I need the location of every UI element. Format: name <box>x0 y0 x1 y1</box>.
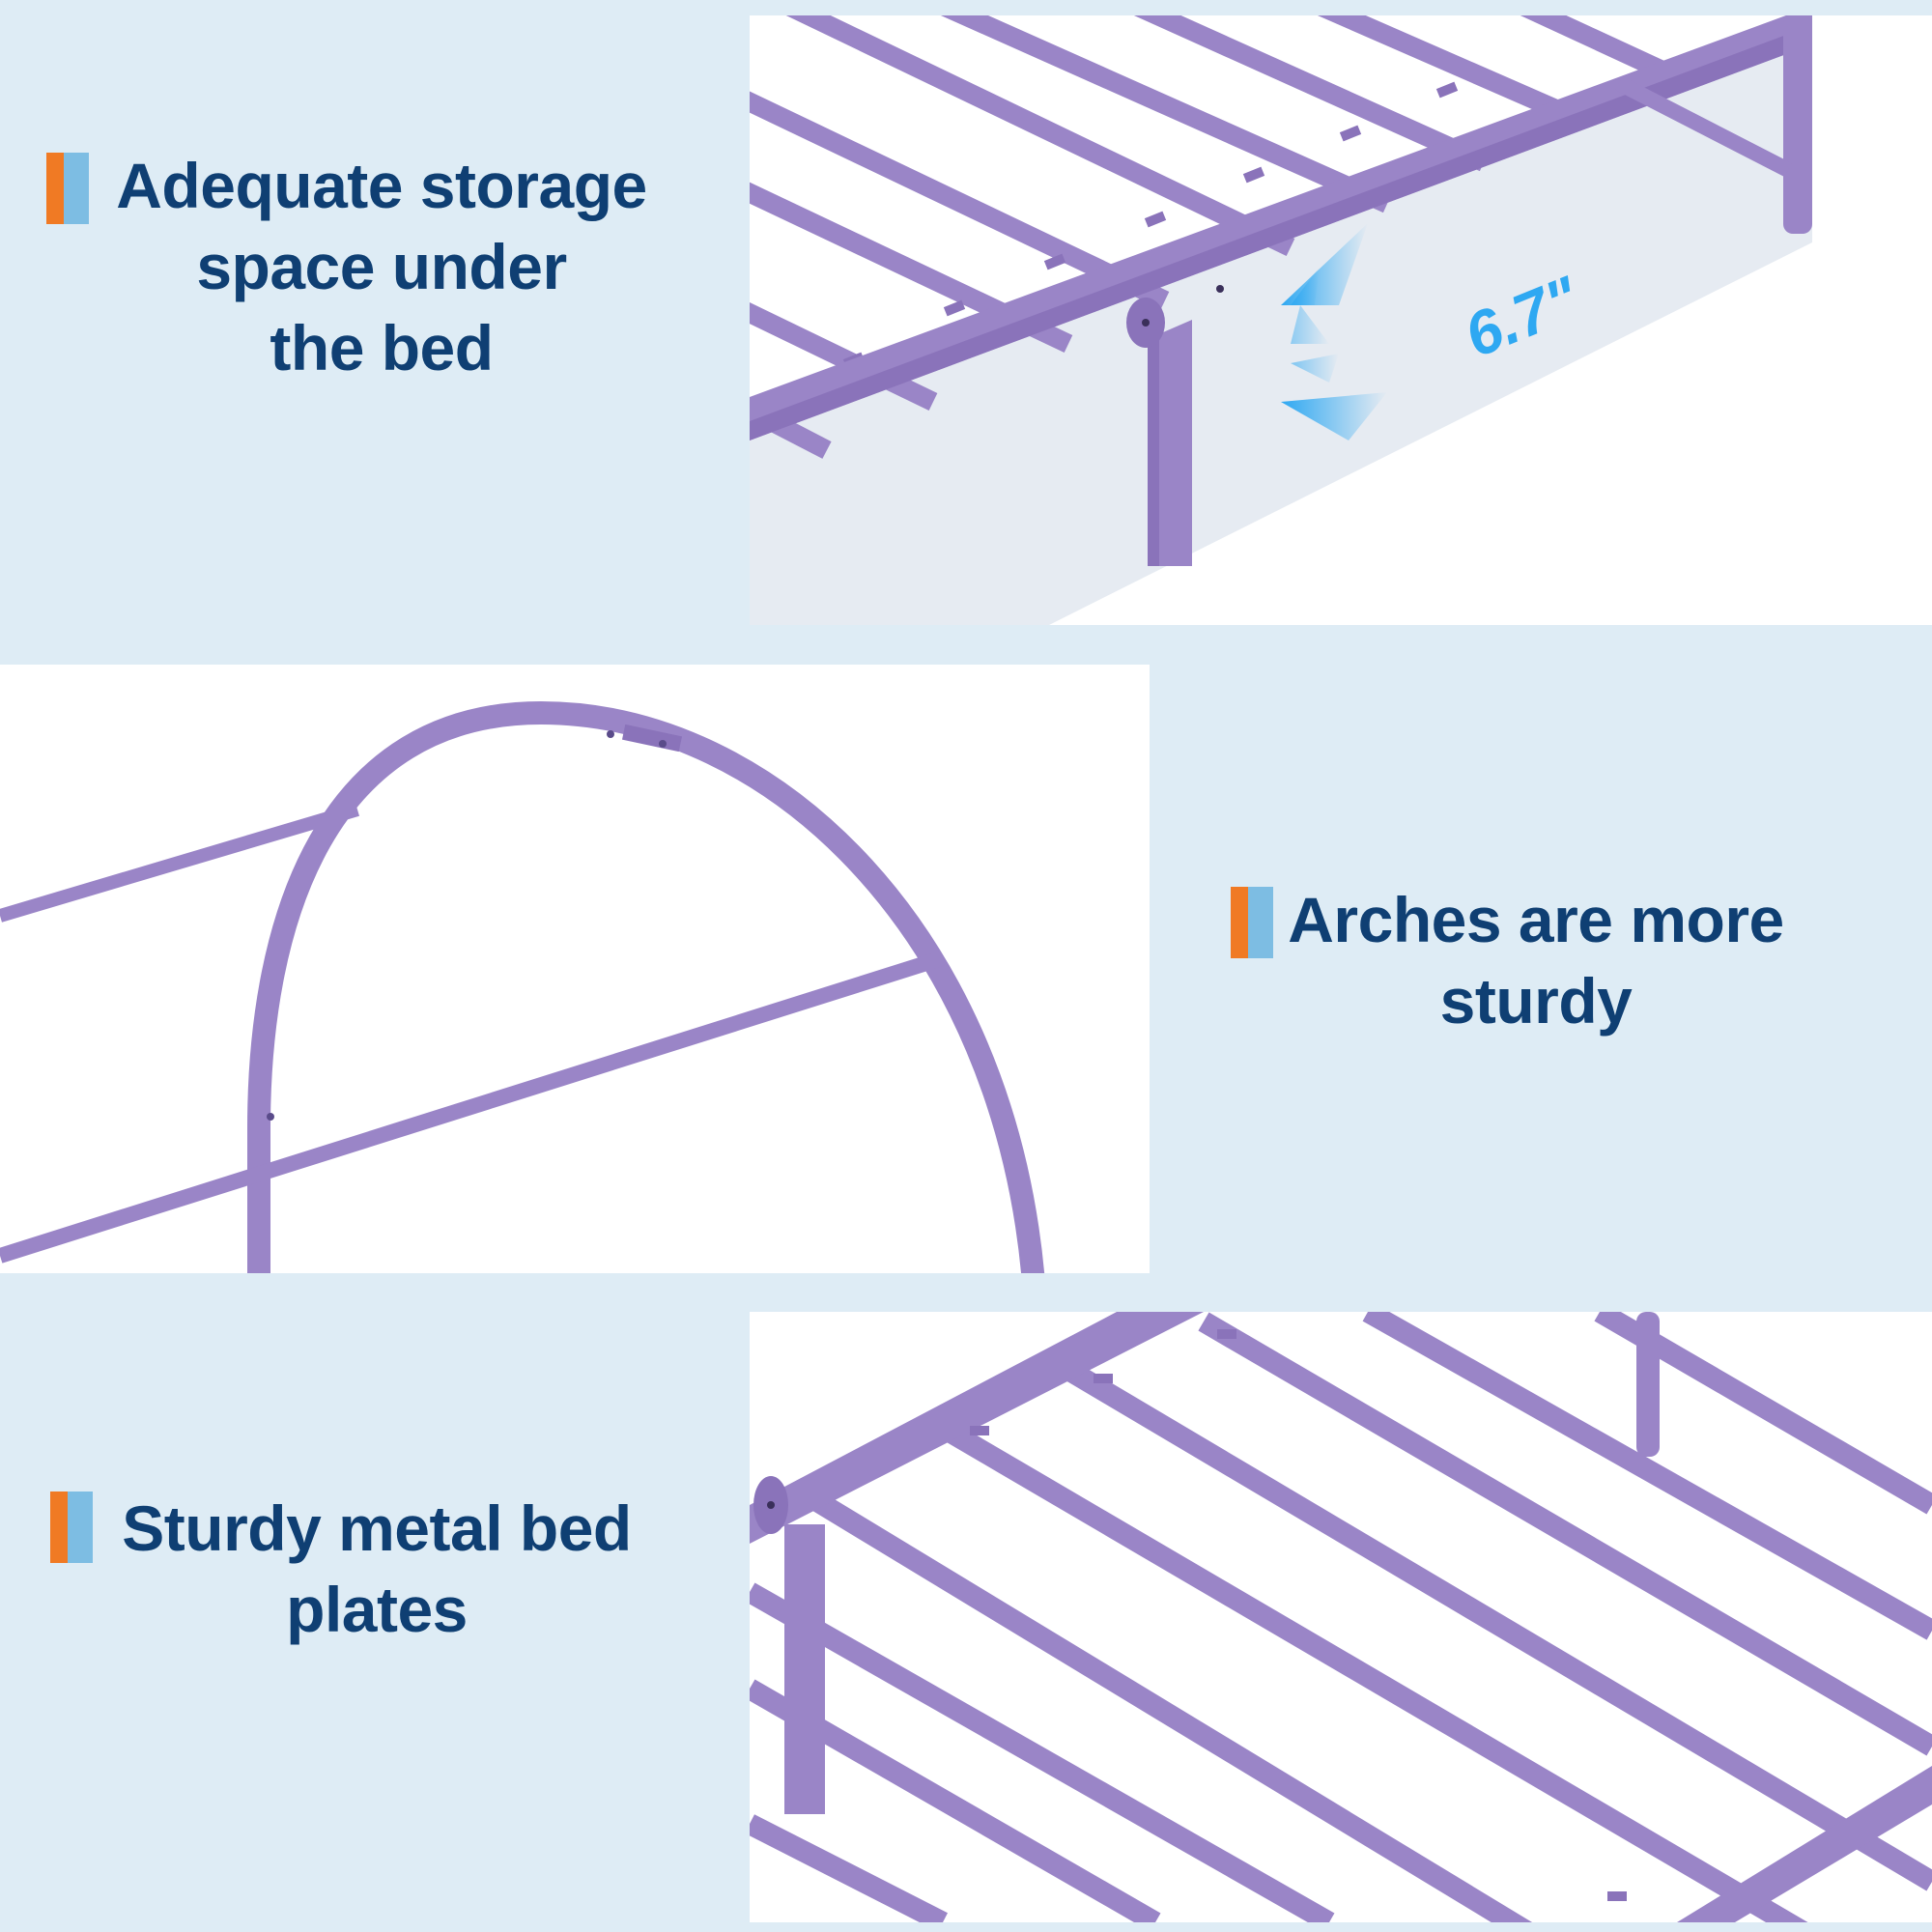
feature-arches-heading: Arches are more sturdy <box>1227 879 1845 1041</box>
feature-plates-heading: Sturdy metal bed plates <box>48 1488 705 1650</box>
marker-blue-bar <box>1248 887 1273 958</box>
heading-marker-icon <box>46 153 89 224</box>
marker-blue-bar <box>68 1492 93 1563</box>
marker-orange-bar <box>50 1492 70 1563</box>
feature-plates-image <box>750 1312 1932 1922</box>
heading-marker-icon <box>1231 887 1273 958</box>
marker-orange-bar <box>1231 887 1250 958</box>
feature-storage-heading: Adequate storage space under the bed <box>46 145 715 388</box>
arched-headboard-illustration <box>0 700 1045 1273</box>
feature-storage-image: 6.7" <box>750 15 1932 625</box>
double-arrow-height-icon <box>1281 223 1387 440</box>
marker-orange-bar <box>46 153 66 224</box>
bed-frame-corner-illustration <box>750 1312 1932 1922</box>
heading-marker-icon <box>50 1492 93 1563</box>
bed-frame-side-illustration <box>750 15 1812 625</box>
marker-blue-bar <box>64 153 89 224</box>
feature-arches-image <box>0 665 1150 1273</box>
